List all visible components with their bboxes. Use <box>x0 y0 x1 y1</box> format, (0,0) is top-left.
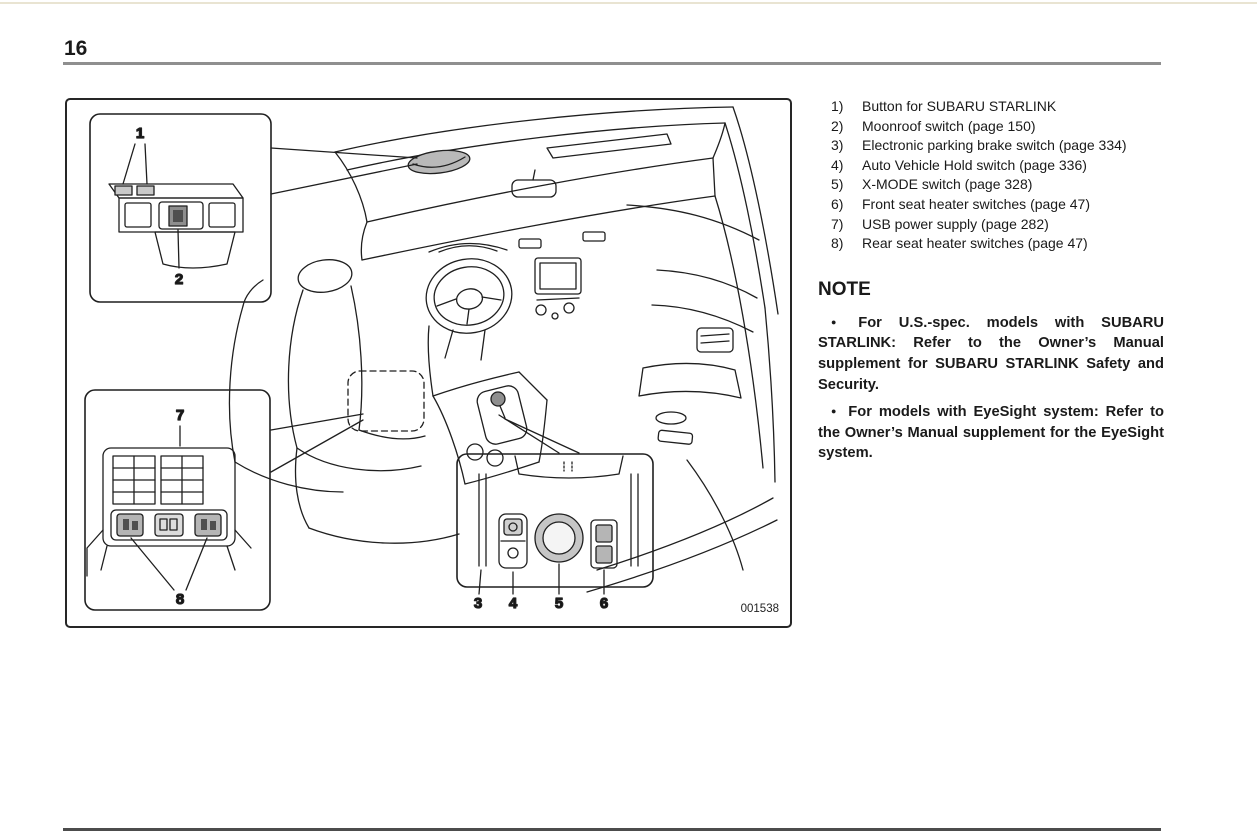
legend-item-number: 2) <box>831 117 844 134</box>
legend-item: 8) Rear seat heater switches (page 47) <box>818 234 1164 254</box>
legend-item-number: 8) <box>831 235 844 252</box>
legend-item: 2) Moonroof switch (page 150) <box>818 117 1164 137</box>
shifter-gate <box>476 385 528 445</box>
rear-seat-heater-switch <box>116 513 144 537</box>
legend-item-number: 3) <box>831 137 844 154</box>
legend-item-text: Rear seat heater switches (page 47) <box>862 235 1088 252</box>
legend-item-text: Auto Vehicle Hold switch (page 336) <box>862 156 1087 173</box>
figure-panel: 1 2 <box>65 98 792 628</box>
legend-item-number: 5) <box>831 176 844 193</box>
callout-3: 3 <box>474 595 482 612</box>
legend-item-text: Button for SUBARU STARLINK <box>862 98 1057 114</box>
parking-brake-switch <box>498 513 528 569</box>
interior-illustration: 1 2 <box>84 106 779 615</box>
rear-seat-heater-switch <box>194 513 222 537</box>
legend-item-text: USB power supply (page 282) <box>862 215 1049 232</box>
legend-item-text: Moonroof switch (page 150) <box>862 117 1036 134</box>
map-light-switch <box>114 185 133 196</box>
legend-item-number: 1) <box>831 98 844 114</box>
page-number: 16 <box>64 37 88 60</box>
legend-item: 1) Button for SUBARU STARLINK <box>818 97 1164 117</box>
door-edge <box>714 195 764 469</box>
door-vent <box>696 327 734 353</box>
note-bullet-text: For U.S.-spec. models with SUBARU STARLI… <box>818 314 1164 393</box>
callout-6: 6 <box>600 595 608 612</box>
armrest-highlight <box>347 370 425 432</box>
legend-item: 5) X-MODE switch (page 328) <box>818 175 1164 195</box>
note-heading: NOTE <box>818 278 871 300</box>
callout-8: 8 <box>176 591 184 608</box>
footer-rule <box>63 828 1161 831</box>
front-seat-heater-switch <box>590 519 618 569</box>
legend-and-notes: 1) Button for SUBARU STARLINK 2) Moonroo… <box>818 97 1164 464</box>
legend-item-text: Electronic parking brake switch (page 33… <box>862 137 1127 154</box>
legend-item-text: Front seat heater switches (page 47) <box>862 195 1091 212</box>
page-top-edge <box>0 2 1257 4</box>
steering-wheel <box>425 258 513 334</box>
legend-item-number: 6) <box>831 195 844 212</box>
bullet-icon: ● <box>831 406 840 417</box>
note-bullet-text: For models with EyeSight system: Refer t… <box>818 404 1164 462</box>
sun-visor <box>546 133 672 159</box>
rearview-mirror <box>511 179 557 198</box>
headrest <box>297 259 353 293</box>
legend-item-number: 7) <box>831 215 844 232</box>
legend-item: 4) Auto Vehicle Hold switch (page 336) <box>818 156 1164 176</box>
door-handle <box>655 411 687 425</box>
legend-item: 3) Electronic parking brake switch (page… <box>818 136 1164 156</box>
callout-1: 1 <box>136 125 144 142</box>
callout-5: 5 <box>555 595 563 612</box>
inset-rear-heater-switches: 7 8 <box>84 389 271 611</box>
note-bullet: ●For models with EyeSight system: Refer … <box>818 401 1164 464</box>
callout-4: 4 <box>509 595 518 612</box>
map-light-switch <box>136 185 155 196</box>
callout-2: 2 <box>175 271 183 288</box>
inset-center-console-switches: 3 4 5 6 <box>456 453 654 613</box>
legend: 1) Button for SUBARU STARLINK 2) Moonroo… <box>818 97 1164 254</box>
overhead-console-highlight <box>407 149 471 175</box>
figure-code: 001538 <box>741 603 779 615</box>
bullet-icon: ● <box>831 316 850 327</box>
legend-item-text: X-MODE switch (page 328) <box>862 176 1033 193</box>
shift-knob <box>490 391 506 407</box>
inset-overhead-console: 1 2 <box>89 113 272 303</box>
center-display <box>534 257 582 295</box>
callout-7: 7 <box>176 407 184 424</box>
usb-power-supply <box>154 513 184 537</box>
header-rule <box>63 62 1161 65</box>
car-interior-sketch <box>228 106 779 593</box>
legend-item-number: 4) <box>831 156 844 173</box>
legend-item: 6) Front seat heater switches (page 47) <box>818 195 1164 215</box>
legend-item: 7) USB power supply (page 282) <box>818 215 1164 235</box>
note-bullet: ●For U.S.-spec. models with SUBARU STARL… <box>818 312 1164 395</box>
door-armrest <box>638 362 742 399</box>
